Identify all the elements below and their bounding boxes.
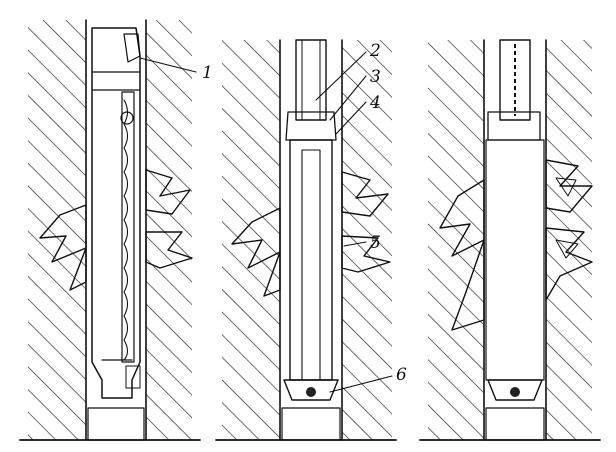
panel-initial (28, 19, 193, 441)
gravel-pack-3 (485, 139, 545, 381)
rock-left-2 (222, 40, 280, 440)
rock-left-3 (428, 40, 484, 440)
callout-3: 3 (370, 67, 381, 87)
bottom-valve-2 (283, 379, 339, 401)
fracture-left-2 (231, 207, 281, 297)
packer-2 (285, 111, 337, 141)
leader-lines (139, 51, 393, 393)
callout-1: 1 (202, 63, 213, 83)
callout-5: 5 (370, 233, 381, 253)
fracture-left-1 (39, 204, 87, 291)
callout-2: 2 (369, 41, 381, 61)
filled-fracture-left-3 (439, 179, 485, 331)
perforated-liner-2 (289, 139, 333, 381)
gravel-base-1 (87, 407, 145, 441)
rock-left-1 (28, 20, 86, 440)
callout-4: 4 (369, 93, 381, 113)
rock-right-2 (342, 40, 392, 440)
rock-right-1 (146, 20, 192, 440)
callout-6: 6 (396, 365, 407, 385)
panel-final (428, 39, 593, 441)
rock-right-3 (546, 40, 592, 440)
tubing-string (295, 39, 327, 121)
perforator-tool (91, 27, 141, 399)
panel-middle (222, 39, 392, 441)
